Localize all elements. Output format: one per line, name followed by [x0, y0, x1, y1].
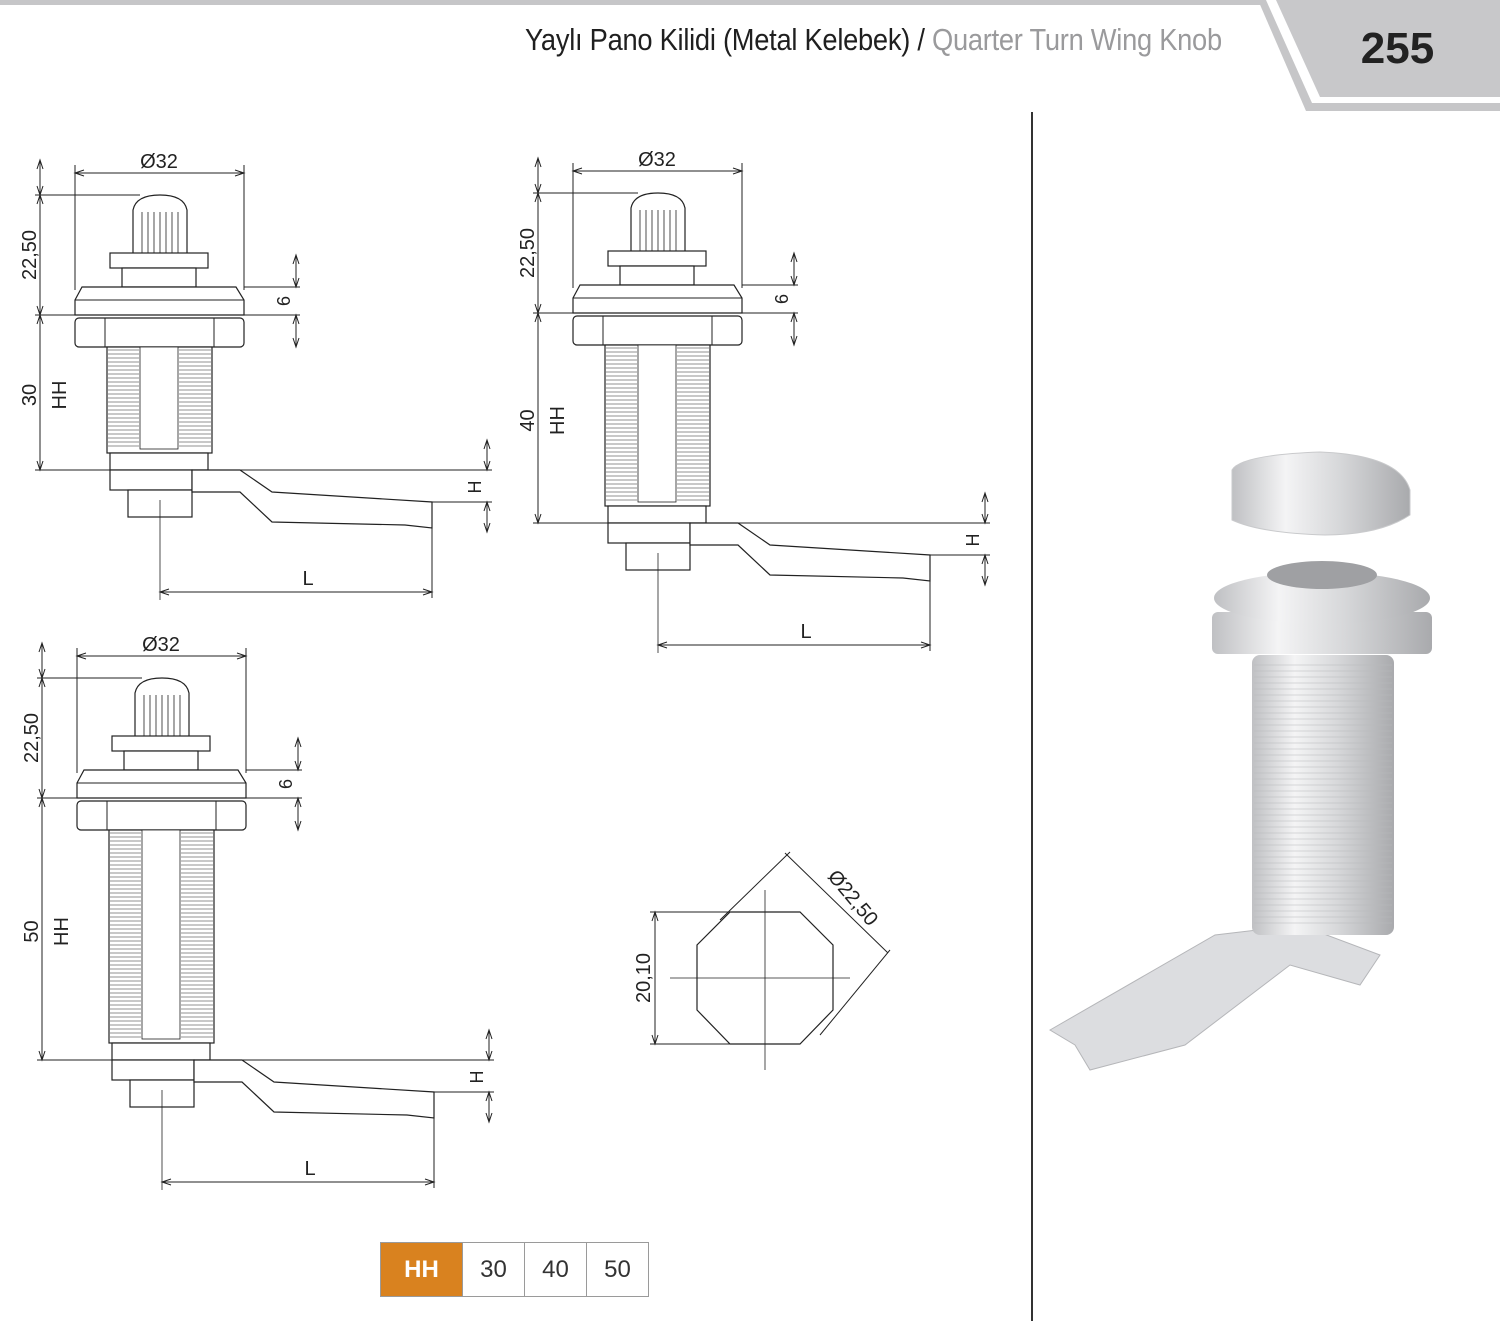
- flange-dimension: 6: [772, 294, 792, 304]
- flange: [572, 284, 743, 314]
- l-label: L: [302, 568, 313, 590]
- arrowhead: [981, 553, 989, 587]
- cam-lever: [689, 522, 931, 582]
- page-number-tab: [1258, 0, 1500, 111]
- product-photo: [1049, 451, 1432, 1071]
- hex-nut-photo: [1212, 612, 1432, 654]
- hex-nut: [76, 800, 247, 831]
- arrowhead: [292, 313, 300, 349]
- cam-base: [109, 469, 193, 491]
- arrowhead: [160, 1178, 436, 1186]
- cam-base: [111, 1059, 195, 1081]
- diameter-dimension: Ø32: [638, 149, 676, 171]
- arrowhead: [485, 1028, 493, 1062]
- diameter-dimension: Ø32: [142, 634, 180, 656]
- hh-label: HH: [51, 917, 73, 946]
- flange: [76, 769, 247, 799]
- top-height-dimension: 22,50: [19, 230, 41, 280]
- arrowhead: [294, 796, 302, 832]
- page-title: Yaylı Pano Kilidi (Metal Kelebek) / Quar…: [525, 22, 1222, 58]
- knob-base: [109, 252, 209, 269]
- flange-photo: [1214, 572, 1430, 624]
- knob-base: [111, 735, 211, 752]
- body-core: [637, 344, 677, 503]
- l-label: L: [304, 1158, 315, 1180]
- hex-nut: [572, 315, 743, 346]
- knob-neck: [121, 267, 197, 288]
- h-label: H: [467, 1071, 487, 1084]
- arrowhead: [36, 313, 44, 472]
- cam-holder: [607, 505, 707, 524]
- arrowhead: [485, 1090, 493, 1124]
- hh-table-value: 40: [524, 1242, 587, 1297]
- arrowhead: [294, 736, 302, 772]
- arrowhead: [981, 491, 989, 525]
- dimension-line: [784, 852, 889, 954]
- knob-base: [607, 250, 707, 267]
- cam-holder: [109, 452, 209, 471]
- title-turkish: Yaylı Pano Kilidi (Metal Kelebek): [525, 22, 911, 57]
- arrowhead: [483, 438, 491, 472]
- hh-value-dimension: 30: [19, 384, 41, 406]
- dimension-line: [819, 949, 891, 1036]
- hh-value-dimension: 40: [517, 409, 539, 431]
- header-rule: [0, 0, 1270, 5]
- hh-table-value: 30: [462, 1242, 525, 1297]
- arrowhead: [292, 253, 300, 289]
- hh-label: HH: [49, 381, 71, 410]
- cam-base: [607, 522, 691, 544]
- lock-drawing-1: Ø32 22,50 30 HH 6H L: [19, 151, 492, 600]
- arrowhead: [158, 588, 434, 596]
- cam-lever-photo: [1049, 924, 1381, 1071]
- flange: [74, 286, 245, 316]
- cam-lever: [193, 1059, 435, 1119]
- wing-knob-photo: [1231, 451, 1411, 536]
- arrowhead: [790, 311, 798, 347]
- arrowhead: [534, 311, 542, 525]
- hh-size-table: HH 30 40 50: [380, 1242, 649, 1297]
- h-label: H: [465, 481, 485, 494]
- lock-drawing-2: Ø32 22,50 40 HH 6H L: [517, 149, 990, 653]
- flange-dimension: 6: [276, 779, 296, 789]
- diameter-dimension: Ø32: [140, 151, 178, 173]
- lock-drawing-3: Ø32 22,50 50 HH 6H L: [21, 634, 494, 1190]
- title-separator: /: [910, 22, 933, 57]
- knob-neck: [619, 265, 695, 286]
- l-label: L: [800, 621, 811, 643]
- title-english: Quarter Turn Wing Knob: [932, 22, 1222, 57]
- column-divider: [1031, 112, 1033, 1321]
- hh-label: HH: [547, 406, 569, 435]
- top-height-dimension: 22,50: [517, 228, 539, 278]
- arrowhead: [38, 796, 46, 1062]
- flange-dimension: 6: [274, 296, 294, 306]
- dimension-line: [719, 851, 791, 921]
- arrowhead: [656, 641, 932, 649]
- cam-lever: [191, 469, 433, 529]
- top-height-dimension: 22,50: [21, 713, 43, 763]
- hh-value-dimension: 50: [21, 920, 43, 942]
- knob-neck: [123, 750, 199, 771]
- arrowhead: [651, 910, 659, 1046]
- hex-nut: [74, 317, 245, 348]
- cam-holder: [111, 1042, 211, 1061]
- arrowhead: [483, 500, 491, 534]
- hh-table-value: 50: [586, 1242, 649, 1297]
- body-core: [141, 829, 181, 1040]
- arrowhead: [790, 251, 798, 287]
- hh-table-header: HH: [380, 1242, 463, 1297]
- body-core: [139, 346, 179, 450]
- h-label: H: [963, 534, 983, 547]
- page-number: 255: [1360, 24, 1435, 73]
- knob-neck-photo: [1267, 561, 1377, 589]
- cutout-width-dimension: 20,10: [633, 953, 655, 1003]
